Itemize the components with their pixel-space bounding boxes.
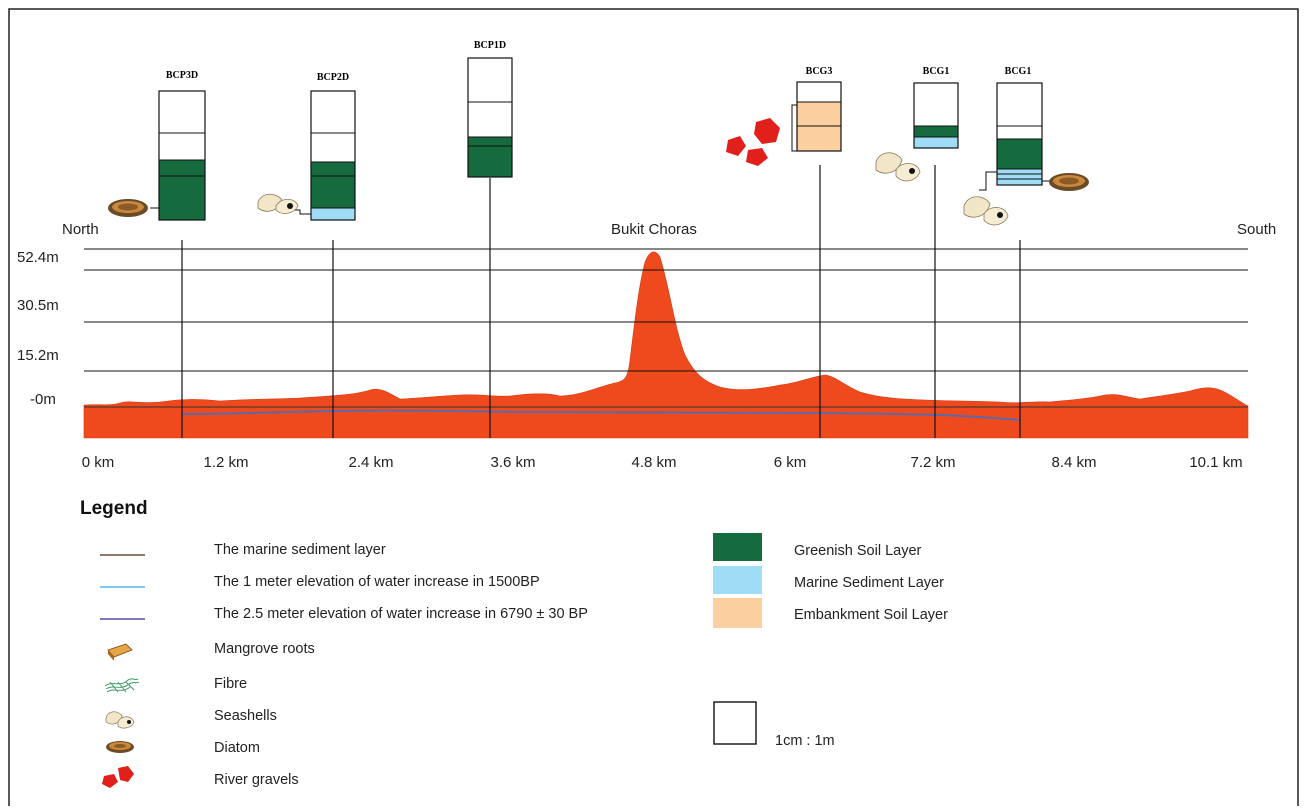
distance-label: 7.2 km [910,454,955,471]
distance-axis: 0 km 1.2 km 2.4 km 3.6 km 4.8 km 6 km 7.… [82,454,1243,471]
marine-sediment-layer [914,137,958,148]
seashell-icon [963,196,1009,226]
greenish-soil-layer [468,137,512,177]
river-gravel-icon [726,118,780,166]
core-column-bcp1d: BCP1D [467,40,513,178]
core-column-bcg3: BCG3 [726,66,842,166]
legend-symbol-label: Seashells [214,708,277,724]
core-label: BCG3 [806,66,833,77]
peak-label: Bukit Choras [611,221,697,238]
north-label: North [62,221,99,238]
marine-sediment-layer [311,208,355,220]
core-column-bcp3d: BCP3D [108,70,206,221]
core-column-bcg1-a: BCG1 [875,66,959,182]
distance-label: 3.6 km [490,454,535,471]
core-column-bcp2d: BCP2D [257,72,356,221]
core-label: BCP1D [474,40,506,51]
scale-label: 1cm : 1m [775,733,835,749]
fibre-icon [104,678,140,693]
distance-label: 2.4 km [348,454,393,471]
greenish-soil-layer [159,160,205,220]
legend: Legend The marine sediment layer The 1 m… [80,498,948,788]
core-label: BCG1 [1005,66,1032,77]
river-gravel-icon [102,766,134,788]
distance-label: 10.1 km [1189,454,1242,471]
distance-label: 8.4 km [1051,454,1096,471]
elevation-label: 15.2m [17,347,59,364]
seashell-icon [105,711,135,729]
greenish-soil-layer [997,139,1042,169]
scale-box [713,701,757,745]
elevation-label: 30.5m [17,297,59,314]
legend-symbol-label: River gravels [214,772,299,788]
legend-title: Legend [80,498,148,519]
core-label: BCP3D [166,70,198,81]
legend-soil-label: Embankment Soil Layer [794,607,948,623]
greenish-soil-swatch [713,533,762,561]
core-label: BCP2D [317,72,349,83]
diatom-icon [108,199,148,217]
core-lines [181,165,1021,438]
south-label: South [1237,221,1276,238]
legend-line-label: The marine sediment layer [214,542,386,558]
core-label: BCG1 [923,66,950,77]
distance-label: 1.2 km [203,454,248,471]
distance-label: 0 km [82,454,115,471]
seashell-icon [257,193,299,214]
legend-symbol-label: Fibre [214,676,247,692]
legend-symbol-label: Mangrove roots [214,641,315,657]
marine-sediment-swatch [713,566,762,594]
distance-label: 4.8 km [631,454,676,471]
elevation-label: 52.4m [17,249,59,266]
terrain-profile [83,251,1249,439]
core-column-bcg1-b: BCG1 [963,66,1089,226]
marine-sediment-layer [997,169,1042,185]
diatom-icon [1049,173,1089,191]
embankment-soil-swatch [713,598,762,628]
legend-line-label: The 1 meter elevation of water increase … [214,574,540,590]
legend-soil-label: Marine Sediment Layer [794,575,944,591]
seashell-icon [875,152,921,182]
diatom-icon [106,741,134,753]
legend-soil-label: Greenish Soil Layer [794,543,922,559]
elevation-label: -0m [30,391,56,408]
legend-symbol-label: Diatom [214,740,260,756]
greenish-soil-layer [311,162,355,208]
greenish-soil-layer [914,126,958,137]
elevation-grid [84,248,1248,408]
legend-line-label: The 2.5 meter elevation of water increas… [214,606,588,622]
distance-label: 6 km [774,454,807,471]
mangrove-roots-icon [107,643,133,661]
